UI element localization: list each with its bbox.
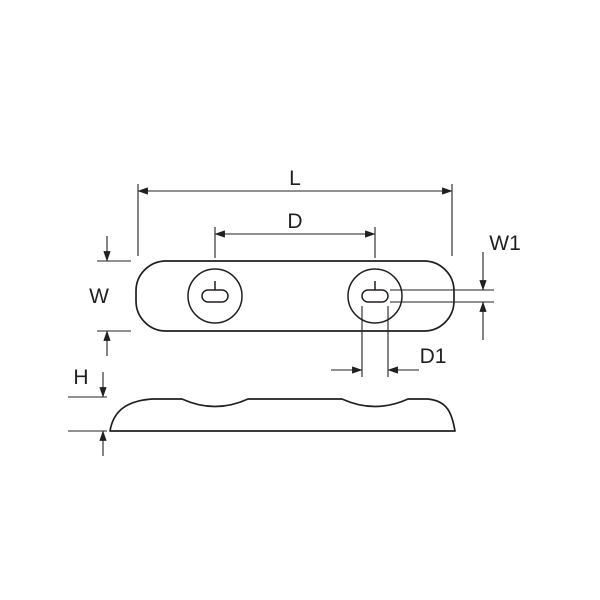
dim-label-H: H bbox=[73, 366, 88, 389]
dim-label-D: D bbox=[287, 210, 302, 233]
profile-outline bbox=[109, 398, 456, 432]
right-hole bbox=[347, 268, 403, 324]
dimension-W1: W1 bbox=[390, 232, 521, 340]
dimension-H: H bbox=[68, 366, 107, 456]
side-view bbox=[109, 398, 456, 432]
dim-label-W1: W1 bbox=[489, 232, 521, 255]
dim-label-L: L bbox=[289, 167, 301, 190]
dimension-D1: D1 bbox=[331, 306, 446, 377]
dimension-L: L bbox=[137, 167, 453, 256]
dimension-D: D bbox=[214, 210, 376, 258]
top-view bbox=[135, 260, 455, 332]
left-hole bbox=[187, 268, 243, 324]
plate-outline bbox=[135, 260, 455, 332]
dimension-W: W bbox=[89, 236, 131, 356]
dim-label-D1: D1 bbox=[420, 345, 447, 368]
dim-label-W: W bbox=[89, 285, 109, 308]
